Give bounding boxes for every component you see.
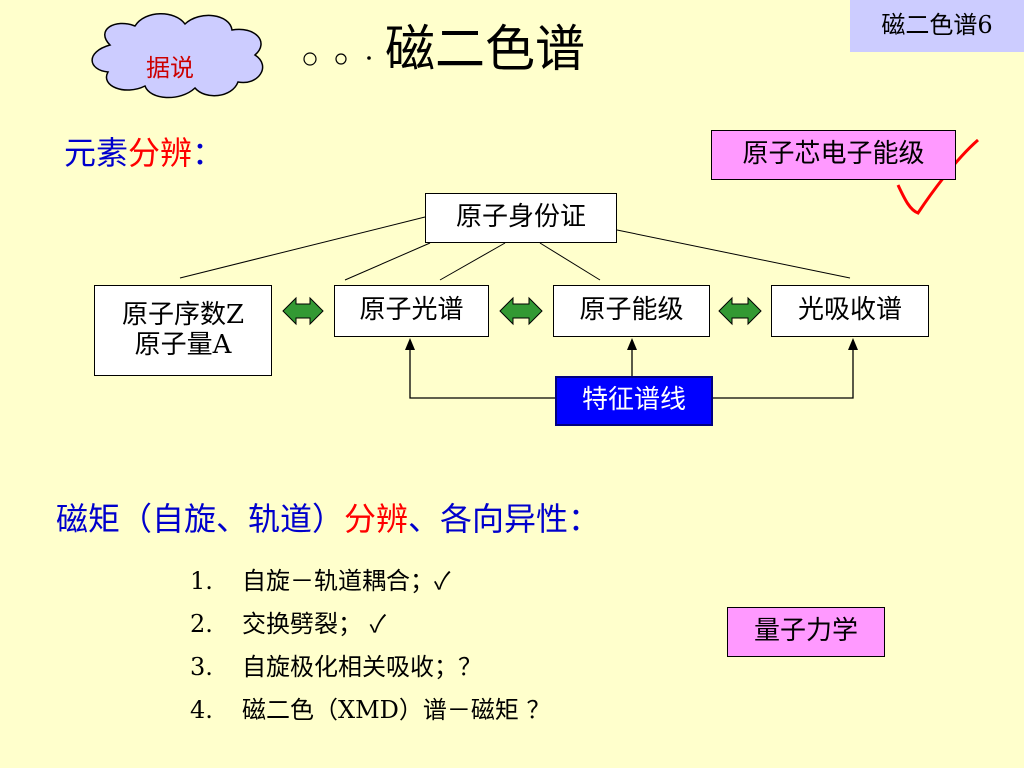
thought-bubble-2	[335, 53, 347, 65]
heading2-part3: 、各向异性：	[408, 500, 601, 538]
arrow-up-icon	[627, 338, 637, 350]
slide-tag: 磁二色谱6	[850, 0, 1024, 52]
node-energy-level: 原子能级	[553, 285, 710, 337]
heading2-part2: 分辨	[344, 500, 409, 538]
check-icon: ✓	[362, 610, 387, 638]
list-item-number: 4.	[190, 696, 213, 724]
list-item-text: 自旋极化相关吸收；？	[242, 653, 482, 681]
node-atom-identity: 原子身份证	[425, 193, 617, 243]
badge-core-levels: 原子芯电子能级	[711, 130, 956, 180]
node-characteristic-lines: 特征谱线	[555, 376, 713, 426]
node-atomic-spectrum: 原子光谱	[334, 285, 489, 337]
node-atomic-number-line1: 原子序数Z	[121, 299, 245, 330]
double-arrow-icon	[718, 296, 762, 326]
thought-bubble-1	[303, 52, 317, 66]
red-check-icon	[896, 138, 979, 215]
list-item-number: 1.	[190, 567, 213, 595]
thought-bubble-3	[367, 56, 371, 60]
list-item-text: 交换劈裂；	[242, 610, 362, 638]
tree-lines	[179, 216, 851, 281]
check-icon: ✓	[434, 567, 451, 595]
heading1-part2: 分辨	[128, 134, 193, 172]
double-arrow-icon	[499, 296, 543, 326]
badge-quantum-mechanics: 量子力学	[727, 607, 885, 657]
heading-magnetic-resolution: 磁矩（自旋、轨道）分辨、各向异性：	[56, 494, 600, 540]
list-item-text: 磁二色（XMD）谱－磁矩 ？	[242, 696, 551, 724]
list-item: 4. 磁二色（XMD）谱－磁矩 ？	[190, 695, 551, 738]
list-item: 1. 自旋－轨道耦合；✓	[190, 566, 551, 609]
page-title: 磁二色谱	[385, 20, 585, 78]
list-item-number: 2.	[190, 610, 213, 638]
heading-element-resolution: 元素分辨：	[64, 128, 224, 174]
heading2-part1: 磁矩（自旋、轨道）	[56, 500, 345, 538]
arrow-up-icon	[405, 338, 415, 350]
numbered-list: 1.自旋－轨道耦合；✓ 2.交换劈裂； ✓ 3.自旋极化相关吸收；？ 4.磁二色…	[190, 566, 551, 738]
list-item: 2. 交换劈裂； ✓	[190, 609, 551, 652]
double-arrow-icon	[282, 296, 324, 326]
list-item-text: 自旋－轨道耦合；	[242, 567, 434, 595]
list-item-number: 3.	[190, 653, 213, 681]
node-absorption-spectrum: 光吸收谱	[771, 285, 929, 337]
arrow-up-icon	[848, 338, 858, 350]
heading1-part1: 元素	[64, 134, 129, 172]
node-atomic-number: 原子序数Z 原子量A	[94, 285, 272, 376]
node-atomic-number-line2: 原子量A	[134, 329, 232, 360]
list-item: 3. 自旋极化相关吸收；？	[190, 652, 551, 695]
thought-cloud	[91, 13, 264, 99]
heading1-part3: ：	[192, 134, 225, 172]
cloud-label: 据说	[146, 54, 194, 82]
